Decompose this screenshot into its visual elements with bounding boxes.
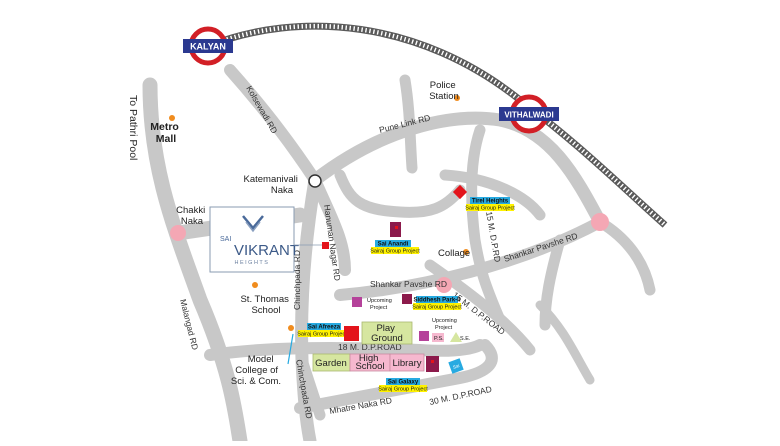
svg-text:Sai: Sai	[452, 363, 460, 370]
project-marker-icon	[322, 242, 329, 249]
road-network	[142, 64, 656, 446]
play-ground-zone: Play Ground	[361, 321, 413, 345]
svg-text:High School: High School	[355, 353, 384, 372]
project-marker-icon	[344, 326, 359, 341]
svg-text:Siddhesh Park-II: Siddhesh Park-II	[413, 298, 460, 304]
sai-anandi-project[interactable]: Sai Anandi Sairaj Group Project	[370, 222, 420, 255]
vikrant-chevron-icon	[242, 215, 264, 233]
svg-text:Sai Galaxy: Sai Galaxy	[388, 380, 419, 386]
upcoming-project-2: Upcoming Project P.S. S.E.	[419, 318, 471, 342]
upcoming-project-1: Upcoming Project	[352, 297, 393, 311]
katemanivali-naka-label: Katemanivali Naka	[243, 174, 300, 196]
project-marker-icon	[419, 331, 429, 341]
st-thomas-school-label: St. Thomas School	[240, 294, 291, 316]
police-station-label: Police Station	[429, 80, 459, 102]
to-pathri-pool-label: To Pathri Pool	[127, 95, 139, 160]
dp-18m-road-label: 18 M. D.P.ROAD	[338, 342, 402, 352]
location-dot-icon	[169, 115, 175, 121]
model-college-label: Model College of Sci. & Com.	[231, 354, 281, 387]
svg-text:Garden: Garden	[315, 358, 347, 369]
location-dot-icon	[463, 249, 469, 255]
svg-text:Sairaj Group Project: Sairaj Group Project	[370, 249, 420, 255]
location-dot-icon	[288, 325, 294, 331]
project-marker-icon	[426, 356, 439, 372]
svg-text:Sairaj Group Project: Sairaj Group Project	[297, 332, 347, 338]
project-marker-icon	[402, 294, 412, 304]
svg-text:Tirel Heights: Tirel Heights	[472, 199, 509, 205]
chakki-naka-label: Chakki Naka	[176, 205, 208, 227]
svg-text:Upcoming Project: Upcoming Project	[367, 298, 393, 311]
chakki-naka-junction	[170, 225, 186, 241]
logo-sai-text: SAI	[220, 236, 231, 243]
kolsewadi-road-label: Kolsewadi RD	[244, 84, 279, 135]
dp-15m-road-label-a: 15 M. D.P.RD	[484, 211, 503, 263]
logo-heights-text: HEIGHTS	[235, 260, 270, 266]
vithalwadi-label: VITHALWADI	[504, 111, 553, 120]
garden-zone: Garden	[312, 353, 351, 372]
siddhesh-park-project[interactable]: Siddhesh Park-II Sairaj Group Project	[402, 294, 462, 311]
svg-text:Sai Anandi: Sai Anandi	[378, 242, 409, 248]
logo-vikrant-text: VIKRANT	[234, 242, 299, 259]
railway-line	[206, 22, 668, 228]
chinchpada-road-label-upper: Chinchpada RD	[292, 250, 302, 310]
svg-text:S.E.: S.E.	[460, 336, 471, 342]
shankar-pavshe-road-label-left: Shankar Pavshe RD	[370, 279, 447, 289]
tirel-heights-project[interactable]: Tirel Heights Sairaj Group Project	[452, 184, 515, 212]
svg-text:Sai Afreeza: Sai Afreeza	[308, 325, 341, 331]
svg-text:Sairaj Group Project: Sairaj Group Project	[465, 206, 515, 212]
project-marker-icon	[352, 297, 362, 307]
high-school-zone: High School	[349, 353, 391, 372]
svg-text:Play Ground: Play Ground	[371, 323, 403, 344]
sai-galaxy-project[interactable]: Sai Galaxy Sairaj Group Project	[378, 356, 439, 393]
svg-text:Sairaj Group Project: Sairaj Group Project	[412, 305, 462, 311]
location-dot-icon	[454, 95, 460, 101]
sai-vikrant-heights-logo: SAI VIKRANT HEIGHTS	[209, 206, 329, 273]
svg-text:P.S.: P.S.	[434, 336, 444, 342]
metro-mall-label: Metro Mall	[150, 121, 182, 145]
blue-badge: Sai	[448, 358, 464, 374]
project-marker-icon	[452, 184, 468, 200]
project-marker-icon	[390, 222, 401, 237]
svg-text:Library: Library	[392, 358, 421, 369]
collage-label: Collage	[438, 248, 470, 259]
location-dot-icon	[252, 282, 258, 288]
kalyan-station[interactable]: KALYAN	[183, 26, 233, 66]
library-zone: Library	[389, 353, 425, 372]
kalyan-label: KALYAN	[190, 42, 226, 52]
shankar-pavshe-road-label-right: Shankar Pavshe RD	[503, 231, 579, 264]
vithalwadi-station[interactable]: VITHALWADI	[499, 94, 559, 134]
svg-text:Sairaj Group Project: Sairaj Group Project	[378, 387, 428, 393]
shankar-pavshe-junction	[436, 277, 452, 293]
sai-afreeza-project[interactable]: Sai Afreeza Sairaj Group Project	[297, 323, 359, 341]
katemanivali-naka-junction	[308, 174, 322, 188]
east-junction	[591, 213, 609, 231]
svg-text:Upcoming Project: Upcoming Project	[432, 318, 458, 331]
